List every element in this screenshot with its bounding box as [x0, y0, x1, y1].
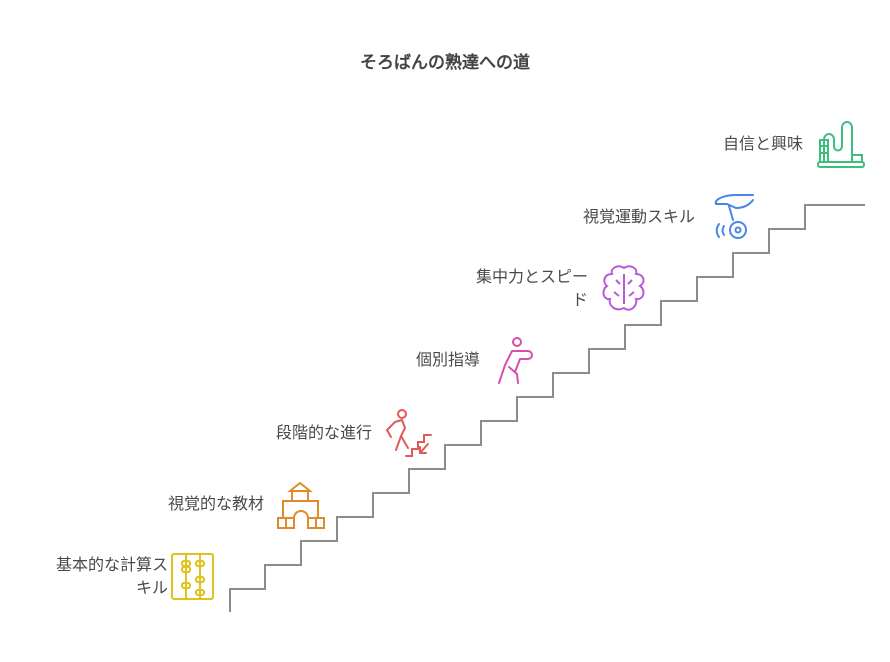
step-label-basic-calculation: 基本的な計算ス キル [20, 553, 168, 599]
label-line-2: キル [135, 578, 168, 597]
staircase-line [229, 204, 865, 612]
person-climbing-stairs-icon [385, 409, 432, 457]
step-label-focus-speed: 集中力とスピー ド [420, 265, 588, 311]
step-label-gradual-progression: 段階的な進行 [275, 423, 372, 442]
hand-spinning-icon [714, 194, 754, 239]
brain-icon [602, 265, 645, 311]
step-label-visual-motor-skills: 視覚運動スキル [582, 207, 695, 226]
step-label-visual-materials: 視覚的な教材 [167, 494, 264, 513]
step-label-confidence-interest: 自信と興味 [722, 134, 803, 153]
step-label-individual-guidance: 個別指導 [415, 350, 480, 369]
label-line-1: 集中力とスピー [475, 267, 588, 286]
label-line-1: 基本的な計算ス [55, 555, 168, 574]
building-blocks-icon [277, 481, 325, 529]
person-running-icon [498, 337, 533, 384]
diagram-title: そろばんの熟達への道 [360, 53, 530, 73]
label-line-2: ド [571, 290, 588, 309]
abacus-tower-icon [817, 121, 865, 168]
abacus-icon [171, 553, 214, 600]
